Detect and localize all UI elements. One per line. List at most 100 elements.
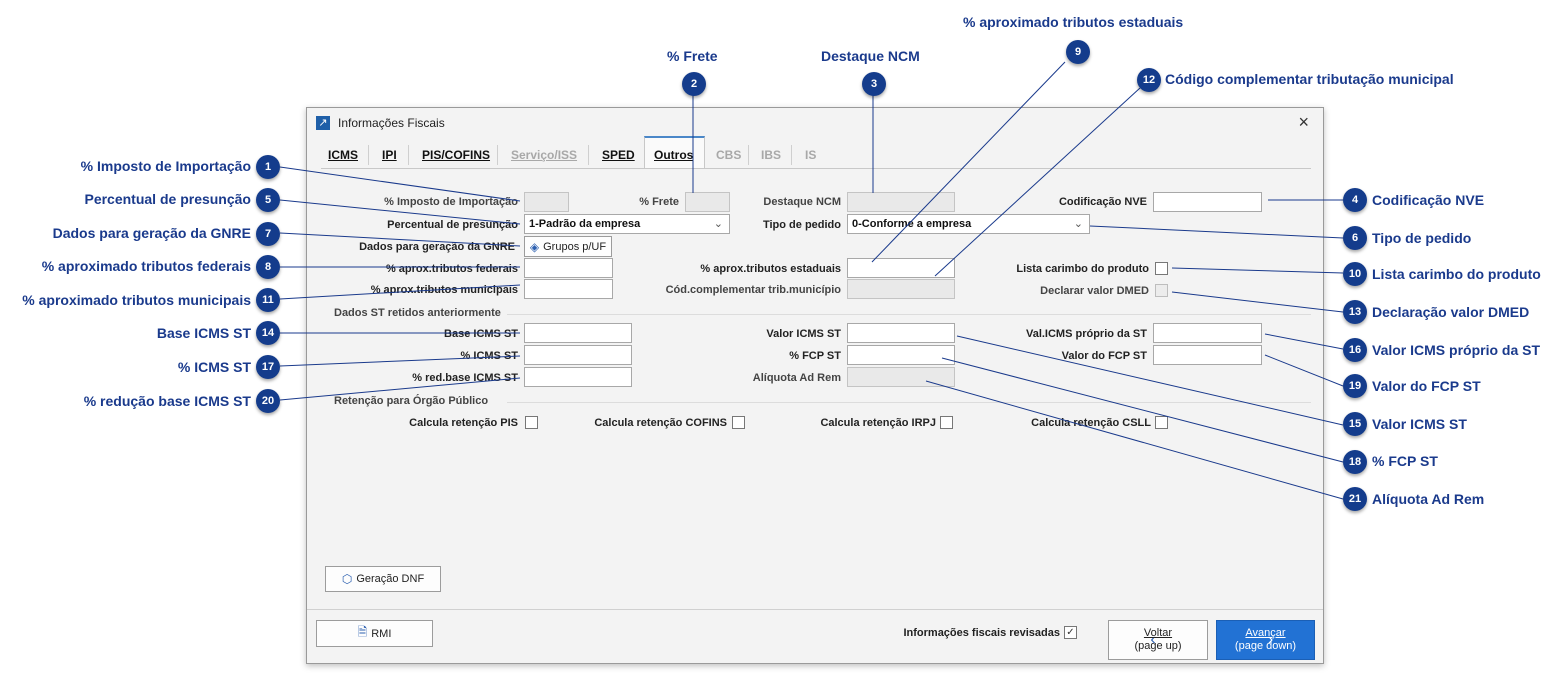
callout-badge-11: 11 (256, 288, 280, 312)
callout-badge-16: 16 (1343, 338, 1367, 362)
percentual-presuncao-select[interactable]: 1-Padrão da empresa ⌄ (524, 214, 730, 234)
tab-ipi[interactable]: IPI (382, 148, 397, 162)
callout-label-15: Valor ICMS ST (1372, 416, 1467, 432)
callout-label-8: % aproximado tributos federais (41, 258, 251, 274)
rmi-label: RMI (371, 627, 392, 640)
cod-compl-municipio-field[interactable] (847, 279, 955, 299)
geracao-dnf-label: Geração DNF (356, 573, 425, 585)
ret-cofins-checkbox[interactable] (732, 416, 745, 429)
declarar-dmed-checkbox[interactable] (1155, 284, 1168, 297)
red-base-icms-st-field[interactable] (524, 367, 632, 387)
st-section-divider (507, 314, 1311, 315)
aprox-estaduais-field[interactable] (847, 258, 955, 278)
callout-label-4: Codificação NVE (1372, 192, 1485, 208)
avancar-text: Avançar (page down) (1235, 627, 1296, 653)
grupos-uf-label: Grupos p/UF (543, 240, 607, 253)
callout-badge-15: 15 (1343, 412, 1367, 436)
callout-badge-13: 13 (1343, 300, 1367, 324)
codificacao-nve-field[interactable] (1153, 192, 1262, 212)
pct-icms-st-field[interactable] (524, 345, 632, 365)
valor-fcp-st-label: Valor do FCP ST (1061, 350, 1147, 362)
destaque-ncm-field[interactable] (847, 192, 955, 212)
tab-sped[interactable]: SPED (602, 148, 635, 162)
frete-field[interactable] (685, 192, 730, 212)
tab-icms[interactable]: ICMS (328, 148, 358, 162)
tab-is[interactable]: IS (805, 148, 817, 162)
cod-compl-municipio-label: Cód.complementar trib.município (665, 284, 841, 296)
percentual-presuncao-label: Percentual de presunção (387, 219, 518, 231)
tipo-pedido-select[interactable]: 0-Conforme a empresa ⌄ (847, 214, 1090, 234)
tab-separator (368, 145, 369, 165)
callout-badge-5: 5 (256, 188, 280, 212)
red-base-icms-st-label: % red.base ICMS ST (412, 372, 518, 384)
callout-label-16: Valor ICMS próprio da ST (1372, 342, 1541, 358)
ret-csll-checkbox[interactable] (1155, 416, 1168, 429)
imposto-importacao-field[interactable] (524, 192, 569, 212)
pct-icms-st-label: % ICMS ST (460, 350, 518, 362)
chevron-down-icon: ⌄ (713, 218, 723, 230)
aprox-estaduais-label: % aprox.tributos estaduais (700, 263, 841, 275)
document-icon: 🗎 (357, 625, 368, 639)
callout-badge-14: 14 (256, 321, 280, 345)
aliquota-ad-rem-label: Alíquota Ad Rem (752, 372, 841, 384)
lista-carimbo-checkbox[interactable] (1155, 262, 1168, 275)
base-icms-st-field[interactable] (524, 323, 632, 343)
layers-icon: ◈ (529, 239, 540, 254)
callout-label-17: % ICMS ST (177, 359, 251, 375)
voltar-label: Voltar (1143, 627, 1173, 639)
valor-fcp-st-field[interactable] (1153, 345, 1262, 365)
voltar-button[interactable]: ‹ Voltar (page up) (1108, 620, 1208, 660)
callout-label-2: % Frete (667, 48, 718, 64)
tab-cbs[interactable]: CBS (716, 148, 742, 162)
valor-icms-st-label: Valor ICMS ST (766, 328, 841, 340)
title-bar: ↗ Informações Fiscais × (307, 108, 1323, 136)
callout-label-3: Destaque NCM (821, 48, 920, 64)
tab-separator (408, 145, 409, 165)
tab-pis-cofins[interactable]: PIS/COFINS (422, 148, 491, 162)
ret-pis-checkbox[interactable] (525, 416, 538, 429)
frete-label: % Frete (639, 196, 679, 208)
callout-label-5: Percentual de presunção (84, 191, 251, 207)
footer-divider (307, 609, 1323, 610)
callout-label-11: % aproximado tributos municipais (22, 292, 251, 308)
codificacao-nve-label: Codificação NVE (1058, 196, 1147, 208)
geracao-dnf-button[interactable]: ⬡ Geração DNF (325, 566, 441, 592)
callout-badge-12: 12 (1137, 68, 1161, 92)
callout-label-1: % Imposto de Importação (80, 158, 251, 174)
rmi-button[interactable]: 🗎 RMI (316, 620, 433, 647)
aprox-municipais-field[interactable] (524, 279, 613, 299)
app-arrow-icon: ↗ (316, 116, 330, 130)
voltar-hint: (page up) (1134, 640, 1182, 652)
revisadas-checkbox[interactable]: ✓ (1064, 626, 1077, 639)
tab-ibs[interactable]: IBS (761, 148, 782, 162)
val-icms-proprio-field[interactable] (1153, 323, 1262, 343)
active-tab-frame (644, 136, 705, 169)
callout-label-20: % redução base ICMS ST (83, 393, 251, 409)
aprox-federais-field[interactable] (524, 258, 613, 278)
ret-irpj-checkbox[interactable] (940, 416, 953, 429)
callout-label-7: Dados para geração da GNRE (52, 225, 251, 241)
chevron-left-icon: ‹ (1150, 631, 1156, 648)
callout-label-10: Lista carimbo do produto (1372, 266, 1541, 282)
callout-label-21: Alíquota Ad Rem (1372, 491, 1485, 507)
callout-badge-10: 10 (1343, 262, 1367, 286)
tab-separator (497, 145, 498, 165)
tabs-baseline (321, 168, 1311, 169)
grupos-uf-button[interactable]: ◈ Grupos p/UF (524, 236, 612, 257)
callout-label-14: Base ICMS ST (156, 325, 251, 341)
callout-badge-4: 4 (1343, 188, 1367, 212)
tab-outros[interactable]: Outros (654, 148, 694, 162)
avancar-button[interactable]: Avançar (page down) › (1216, 620, 1315, 660)
aliquota-ad-rem-field[interactable] (847, 367, 955, 387)
pct-fcp-st-field[interactable] (847, 345, 955, 365)
callout-badge-3: 3 (862, 72, 886, 96)
lista-carimbo-label: Lista carimbo do produto (1016, 263, 1149, 275)
tab-servico-iss[interactable]: Serviço/ISS (511, 148, 578, 162)
avancar-hint: (page down) (1234, 640, 1297, 652)
close-button[interactable]: × (1298, 112, 1309, 132)
ret-pis-label: Calcula retenção PIS (409, 417, 518, 429)
valor-icms-st-field[interactable] (847, 323, 955, 343)
base-icms-st-label: Base ICMS ST (444, 328, 518, 340)
st-section-title: Dados ST retidos anteriormente (334, 307, 501, 319)
destaque-ncm-label: Destaque NCM (763, 196, 841, 208)
